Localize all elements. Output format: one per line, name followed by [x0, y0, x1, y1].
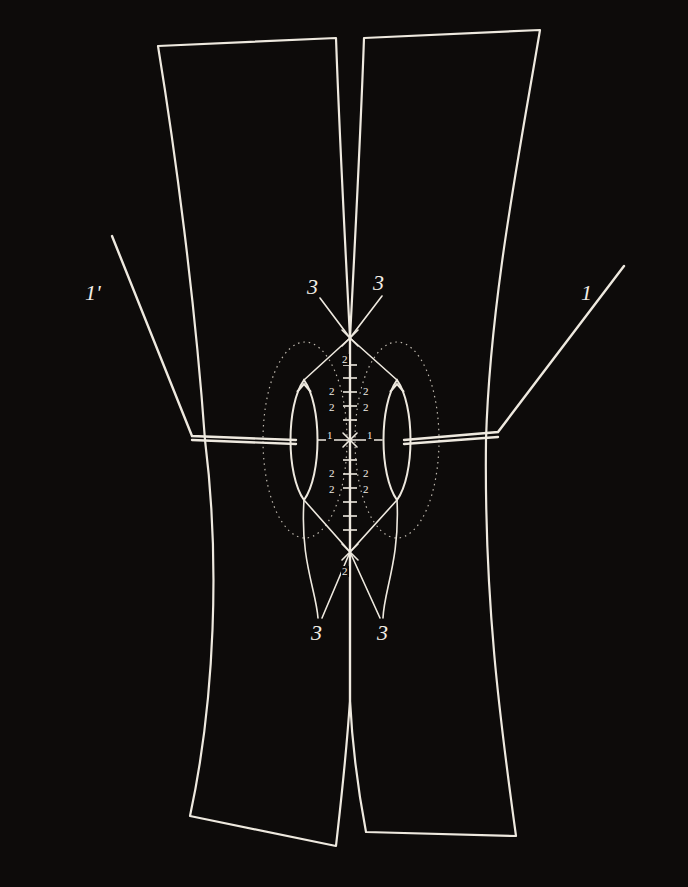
- stitch-number: 2: [362, 468, 370, 479]
- thread: [383, 500, 397, 618]
- stitch-number: 2: [362, 402, 370, 413]
- callout-number: 1': [84, 282, 102, 304]
- callout-number: 3: [372, 272, 385, 294]
- callout-number: 1: [580, 282, 593, 304]
- stitch-number: 2: [341, 354, 349, 365]
- thread: [303, 500, 318, 618]
- right-flap: [350, 30, 540, 836]
- thread: [350, 296, 397, 380]
- stitch-number: 2: [328, 484, 336, 495]
- needle: [390, 384, 404, 392]
- stitch: [343, 473, 357, 475]
- stitch-number: 2: [328, 386, 336, 397]
- stitch-number: 1: [366, 430, 374, 441]
- stitch: [343, 487, 357, 489]
- stitch-number: 1: [326, 430, 334, 441]
- stitch-number: 2: [328, 468, 336, 479]
- needle: [297, 384, 311, 392]
- callout-number: 3: [376, 622, 389, 644]
- stitch-number: 2: [328, 402, 336, 413]
- stitch: [343, 377, 357, 379]
- stitch-number: 2: [362, 484, 370, 495]
- cross-stitch: [342, 544, 358, 560]
- stitch: [343, 515, 357, 517]
- stitch: [343, 405, 357, 407]
- thread: [112, 236, 296, 444]
- stitch: [343, 391, 357, 393]
- needle: [291, 380, 318, 500]
- needle: [384, 380, 411, 500]
- stitch-number: 2: [362, 386, 370, 397]
- stitch: [343, 459, 357, 461]
- stitches: [343, 365, 357, 530]
- stitch: [343, 501, 357, 503]
- cross-stitch: [342, 330, 358, 346]
- stitch-number: 2: [341, 566, 349, 577]
- stitch: [343, 419, 357, 421]
- cross-stitch: [343, 433, 357, 447]
- stitch: [343, 529, 357, 531]
- callout-number: 3: [306, 276, 319, 298]
- callout-number: 3: [310, 622, 323, 644]
- thread: [304, 298, 350, 380]
- thread: [404, 266, 624, 444]
